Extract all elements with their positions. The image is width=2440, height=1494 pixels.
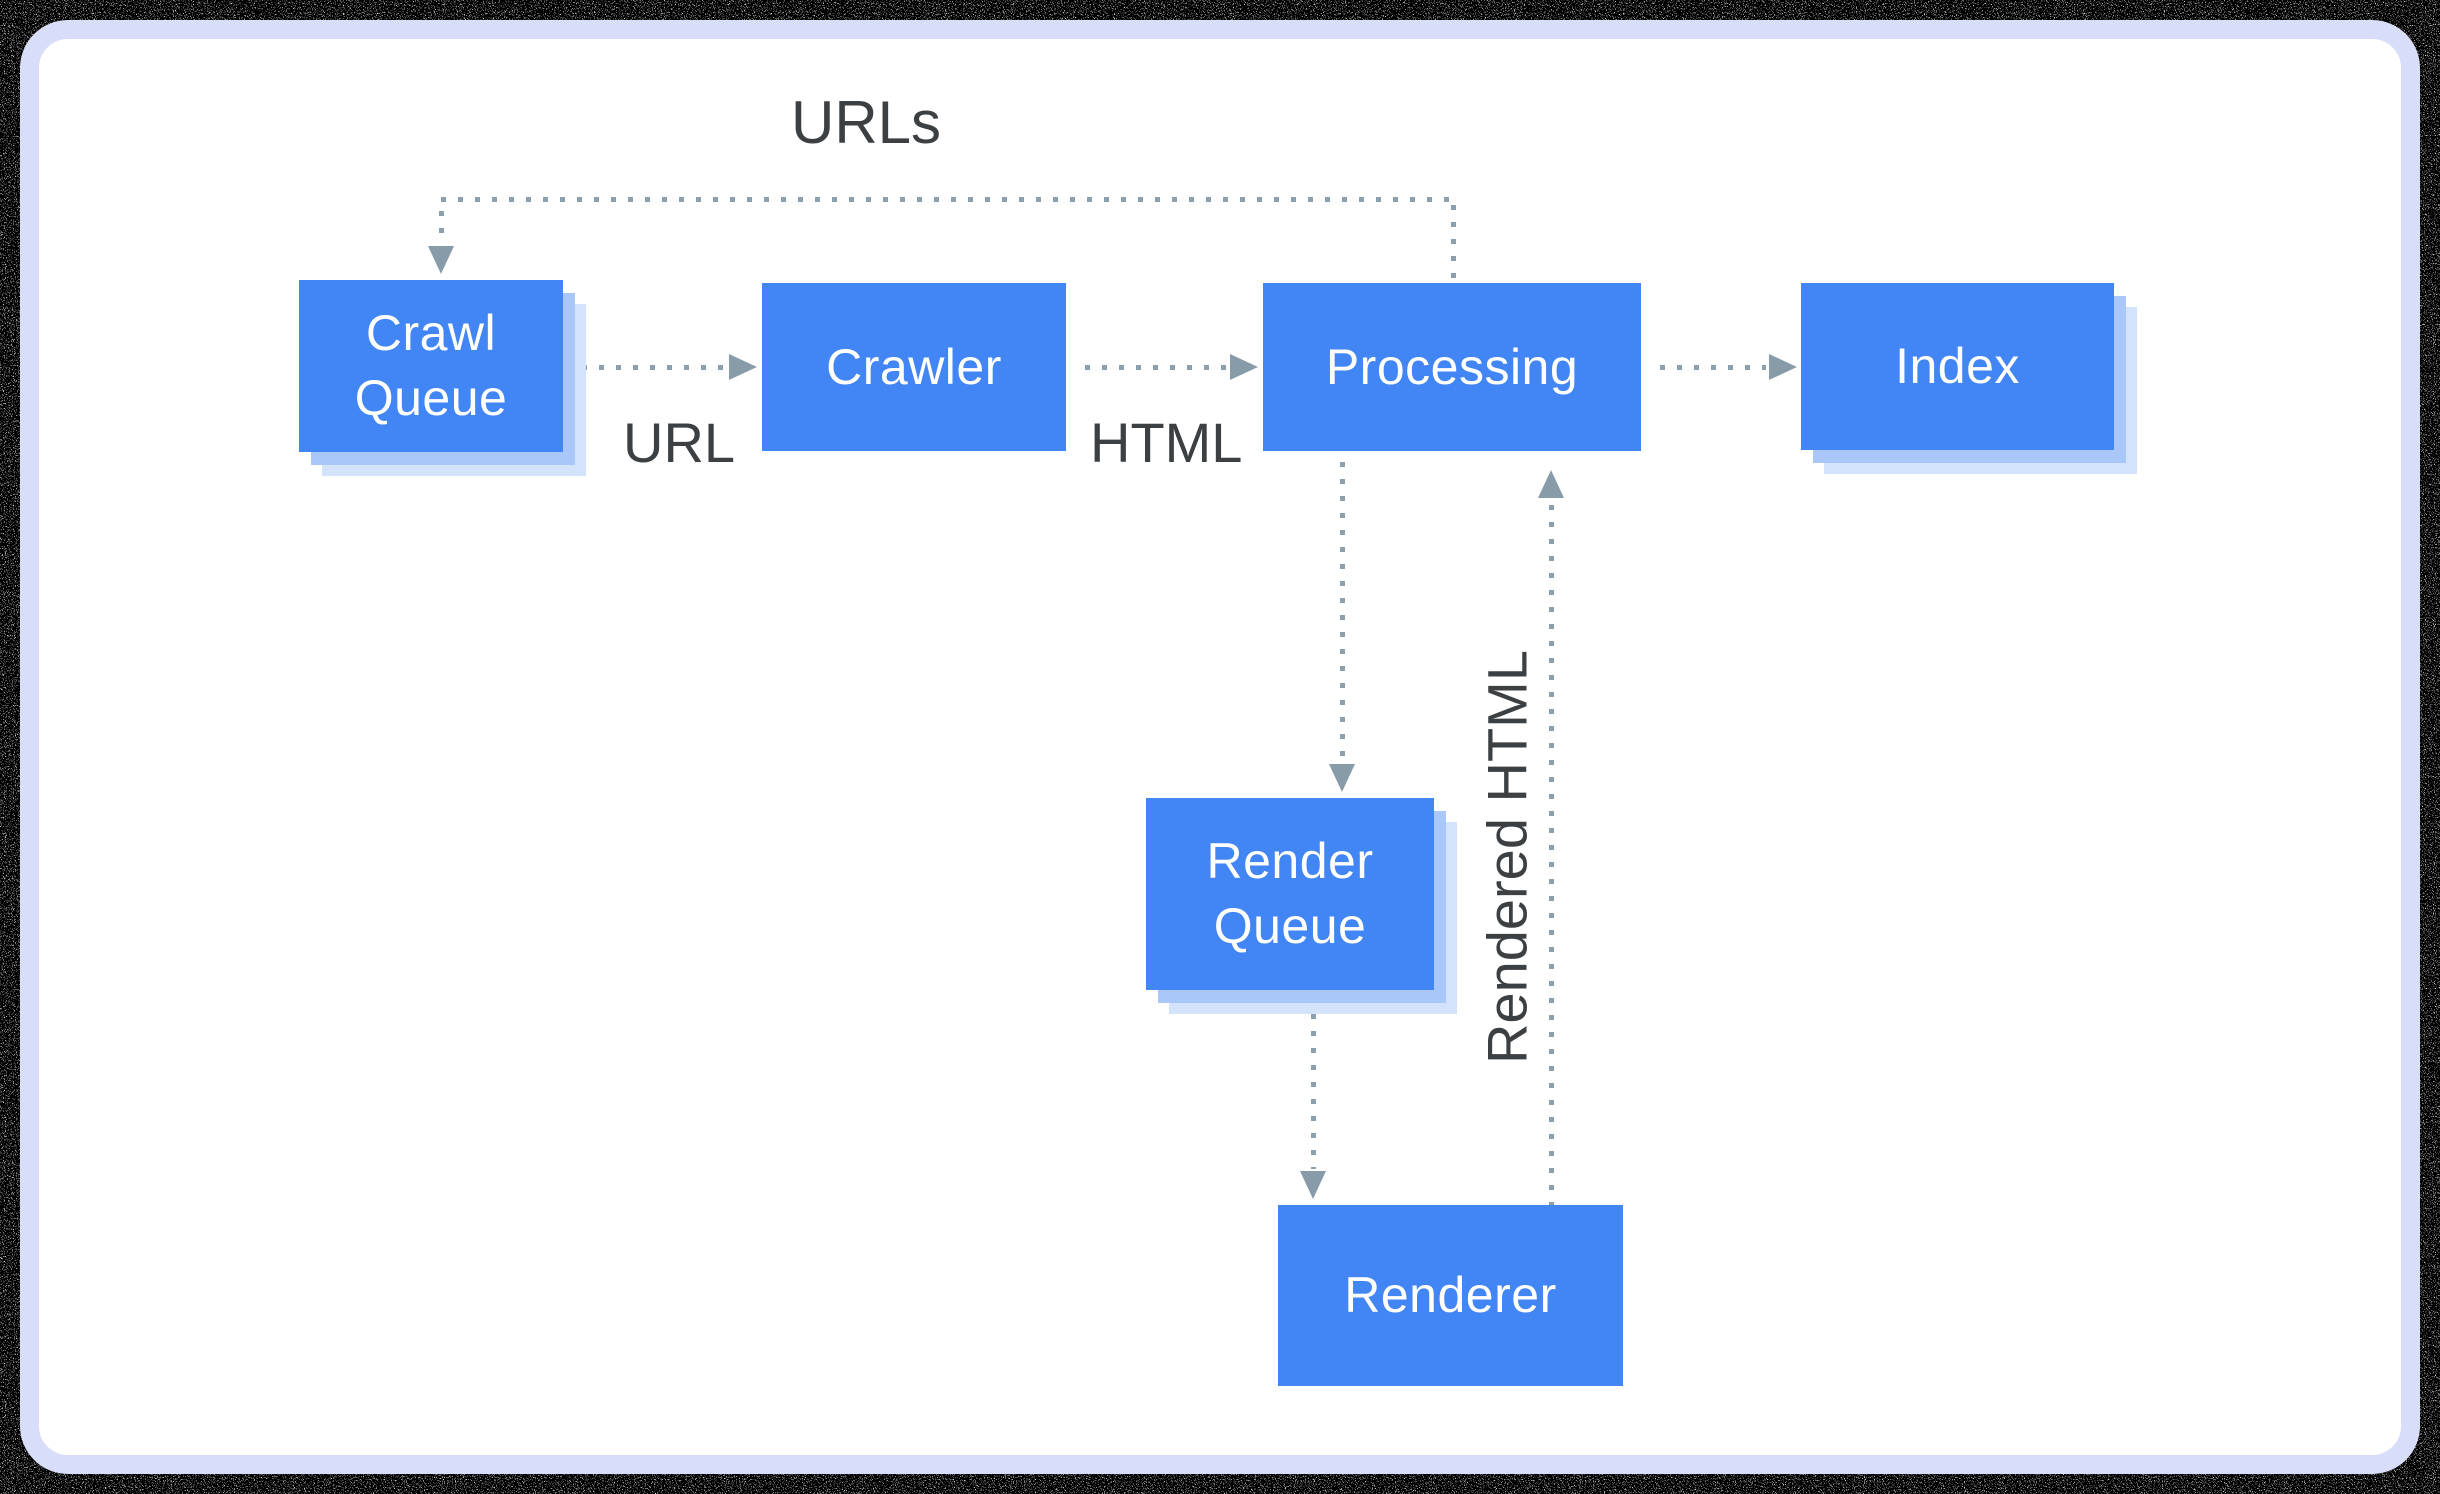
arrowhead-into-index [1769, 354, 1797, 380]
arrowhead-into-processing-bottom [1538, 470, 1564, 498]
edge-processing-to-crawl-queue-left-segment [439, 211, 444, 243]
node-crawler: Crawler [762, 283, 1066, 451]
edge-crawl-queue-to-crawler [582, 365, 726, 370]
node-crawl-queue-label: Crawl Queue [354, 305, 508, 426]
edge-processing-to-index [1660, 365, 1766, 370]
arrowhead-into-renderer [1300, 1171, 1326, 1199]
node-index: Index [1801, 283, 2114, 450]
node-index-label: Index [1895, 338, 2020, 394]
node-processing-label: Processing [1325, 338, 1579, 395]
edge-label-urls: URLs [791, 89, 942, 156]
edge-label-rendered-html: Rendered HTML [1475, 650, 1539, 1064]
arrowhead-into-render-queue [1329, 764, 1355, 792]
node-processing: Processing [1263, 283, 1641, 451]
edge-processing-to-crawl-queue-top-segment [441, 197, 1457, 202]
diagram-card [20, 20, 2420, 1474]
node-crawler-label: Crawler [826, 338, 1002, 395]
edge-label-url: URL [623, 411, 736, 474]
node-renderer: Renderer [1278, 1205, 1623, 1386]
edge-processing-to-crawl-queue-right-segment [1451, 205, 1456, 282]
arrowhead-into-crawl-queue [428, 246, 454, 274]
node-render-queue-label: Render Queue [1206, 833, 1374, 954]
edge-render-queue-to-renderer [1311, 1014, 1316, 1169]
arrowhead-into-crawler [729, 354, 757, 380]
edge-crawler-to-processing [1085, 365, 1227, 370]
node-renderer-label: Renderer [1344, 1267, 1557, 1323]
node-render-queue: Render Queue [1146, 798, 1434, 990]
arrowhead-into-processing [1230, 354, 1258, 380]
node-crawl-queue: Crawl Queue [299, 280, 563, 452]
edge-renderer-to-processing [1549, 505, 1554, 1205]
edge-label-html: HTML [1090, 411, 1243, 474]
edge-processing-to-render-queue [1340, 462, 1345, 758]
